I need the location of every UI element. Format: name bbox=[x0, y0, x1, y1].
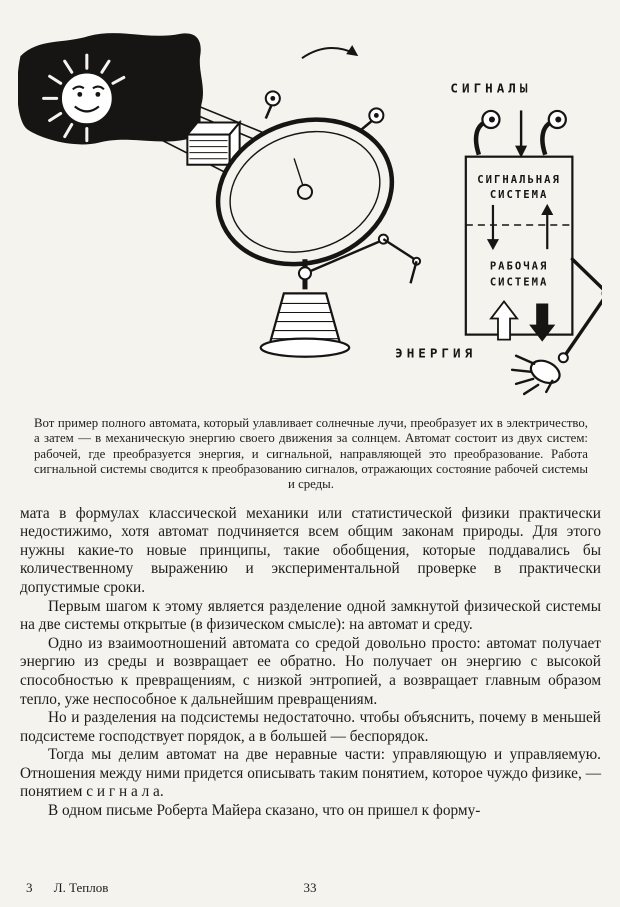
label-energy: ЭНЕРГИЯ bbox=[395, 346, 476, 361]
paragraph-3: Одно из взаимоотношений автомата со сред… bbox=[20, 634, 601, 708]
mount-linkage bbox=[297, 233, 422, 290]
sun-icon bbox=[59, 70, 115, 126]
paragraph-1: мата в формулах классической механики ил… bbox=[20, 504, 601, 597]
solar-dish bbox=[215, 117, 395, 267]
sun-rays bbox=[42, 53, 133, 143]
signature-author: Л. Теплов bbox=[53, 880, 109, 895]
paragraph-5: Тогда мы делим автомат на две неравные ч… bbox=[20, 746, 601, 801]
paragraph-6: В одном письме Роберта Майера сказано, ч… bbox=[48, 801, 481, 819]
figure-drawing: СИГНАЛЫ СИГНАЛЬНАЯ СИСТЕМА РАБОЧАЯ СИСТЕ… bbox=[18, 33, 602, 396]
figure-automaton-illustration: СИГНАЛЫ СИГНАЛЬНАЯ СИСТЕМА РАБОЧАЯ СИСТЕ… bbox=[18, 26, 602, 408]
body-text: мата в формулах классической механики ил… bbox=[20, 505, 601, 821]
robot-arm bbox=[510, 257, 602, 396]
diagram-eye-icons bbox=[473, 109, 567, 156]
label-signal-system-line2: СИСТЕМА bbox=[490, 189, 549, 201]
label-work-system-line2: СИСТЕМА bbox=[490, 276, 549, 288]
label-signal-system-line1: СИГНАЛЬНАЯ bbox=[477, 174, 561, 186]
system-diagram bbox=[464, 110, 574, 342]
paragraph-2: Первым шагом к этому является разделение… bbox=[20, 597, 601, 634]
paragraph-4: Но и разделения на подсистемы недостаточ… bbox=[20, 709, 601, 745]
printer-signature: 3 Л. Теплов bbox=[26, 880, 108, 896]
label-work-system-line1: РАБОЧАЯ bbox=[490, 260, 549, 272]
signature-number: 3 bbox=[26, 880, 33, 895]
energy-out-arrow bbox=[529, 303, 556, 342]
energy-in-arrow bbox=[489, 299, 519, 341]
rotation-arrow bbox=[301, 45, 359, 59]
page-footer: 3 Л. Теплов 33 bbox=[0, 880, 620, 898]
label-signals: СИГНАЛЫ bbox=[450, 80, 531, 95]
figure-caption: Вот пример полного автомата, который ула… bbox=[34, 416, 588, 492]
pedestal-cone bbox=[259, 292, 351, 358]
dish-eye-icons bbox=[264, 90, 385, 132]
page-number: 33 bbox=[303, 880, 317, 895]
